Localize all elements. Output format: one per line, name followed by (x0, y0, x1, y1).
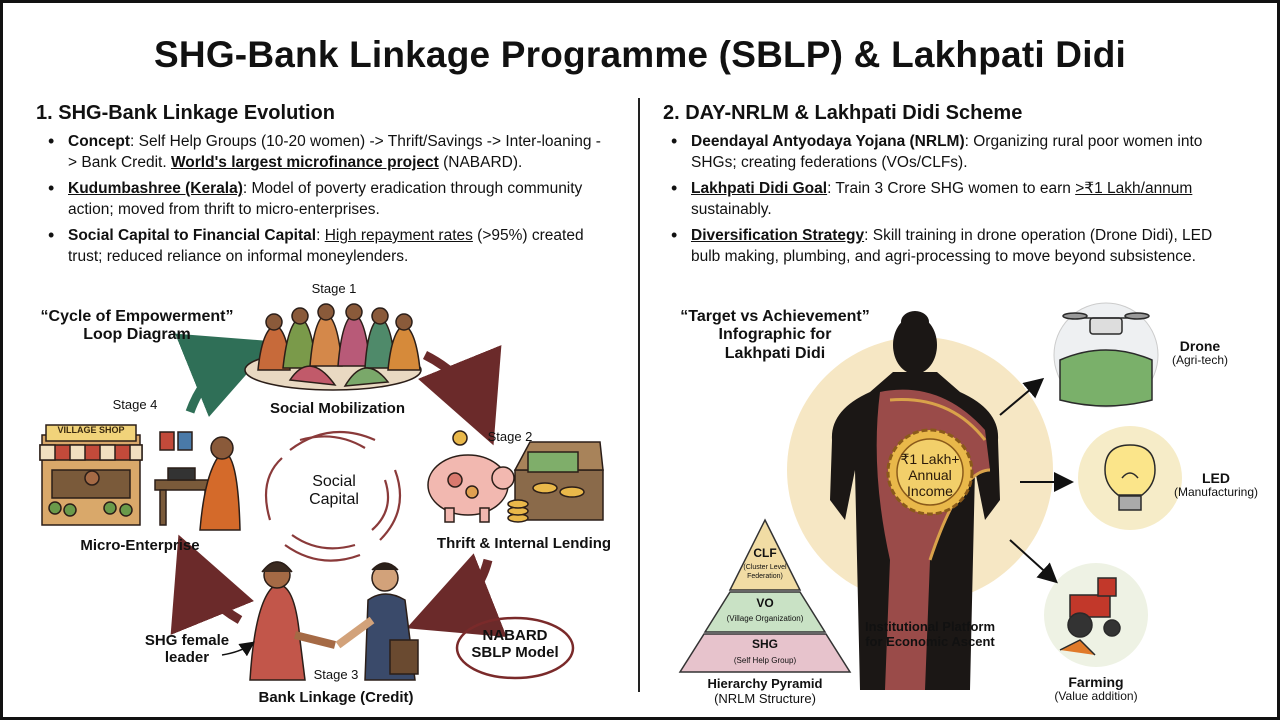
nabard-line2: SBLP Model (471, 644, 559, 662)
nabard-sblp-label: NABARD SBLP Model (460, 627, 570, 662)
bullet-term: Kudumbashree (Kerala) (68, 180, 243, 197)
farming-label-title: Farming (1068, 674, 1124, 690)
stage3-label: Bank Linkage (Credit) (258, 689, 414, 706)
column-divider (638, 98, 640, 692)
drone-label-title: Drone (1179, 338, 1221, 354)
infographic-title-line1: “Target vs Achievement” (680, 308, 870, 325)
stage3-tag: Stage 3 (313, 667, 359, 682)
pyramid-clf-label: CLF (753, 546, 777, 560)
clf-sub-line1: (Cluster Level (743, 564, 787, 571)
bullet-text: : Skill training in drone operation (Dro… (691, 227, 1213, 265)
left-section-heading: 1. SHG-Bank Linkage Evolution (36, 102, 335, 124)
drone-label: Drone (Agri-tech) (1160, 338, 1240, 368)
stage1-tag: Stage 1 (311, 281, 357, 296)
farming-label-sub: (Value addition) (1054, 689, 1138, 704)
pyramid-vo-label: VO (756, 596, 774, 610)
right-bullet-list: Deendayal Antyodaya Yojana (NRLM): Organ… (655, 131, 1245, 272)
right-bullet-nrlm: Deendayal Antyodaya Yojana (NRLM): Organ… (655, 131, 1245, 173)
social-capital-line1: Social (312, 473, 356, 490)
stage4-tag: Stage 4 (112, 397, 158, 412)
right-section-heading: 2. DAY-NRLM & Lakhpati Didi Scheme (663, 102, 1023, 124)
pyramid-shg-label: SHG (751, 637, 778, 651)
pyramid-caption-line1: Hierarchy Pyramid (707, 676, 823, 691)
platform-line2: for Economic Ascent (865, 633, 995, 649)
stage2-label: Thrift & Internal Lending (436, 535, 612, 552)
bullet-text: : (316, 227, 325, 244)
shg-leader-line1: SHG female (144, 632, 230, 649)
bullet-term: Diversification Strategy (691, 227, 865, 244)
institutional-platform-label: Institutional Platform for Economic Asce… (845, 619, 1015, 650)
badge-line1: ₹1 Lakh+ (900, 451, 960, 467)
clf-sub-line2: Federation) (747, 573, 783, 580)
led-label-title: LED (1202, 470, 1230, 486)
bullet-emphasis: World's largest microfinance project (170, 154, 439, 171)
badge-line2: Annual (908, 467, 952, 484)
cycle-diagram-title: “Cycle of Empowerment” Loop Diagram (22, 308, 252, 345)
bullet-text: (>95%) created trust; reduced reliance o… (68, 227, 584, 265)
stage2-tag: Stage 2 (487, 429, 533, 444)
bullet-text: sustainably. (691, 201, 772, 218)
pyramid-clf-sublabel: (Cluster Level Federation) (735, 563, 795, 581)
left-bullet-social-capital: Social Capital to Financial Capital: Hig… (32, 225, 602, 267)
village-shop-sign: VILLAGE SHOP (57, 425, 125, 435)
bullet-text: (NABARD). (438, 154, 523, 171)
bullet-term: Lakhpati Didi Goal (691, 180, 828, 197)
social-capital-label: Social Capital (294, 473, 374, 510)
nabard-line1: NABARD (482, 627, 548, 644)
bullet-term: Deendayal Antyodaya Yojana (NRLM) (691, 133, 965, 150)
infographic-title: “Target vs Achievement” Infographic for … (660, 308, 890, 363)
platform-line1: Institutional Platform (865, 619, 995, 634)
left-bullet-list: Concept: Self Help Groups (10-20 women) … (32, 131, 602, 272)
drone-label-sub: (Agri-tech) (1171, 353, 1228, 368)
pyramid-shg-sublabel: (Self Help Group) (733, 656, 797, 665)
led-label-sub: (Manufacturing) (1173, 485, 1259, 500)
bullet-text: : Train 3 Crore SHG women to earn (827, 180, 1076, 197)
bullet-text: : Self Help Groups (10-20 women) -> Thri… (68, 133, 601, 171)
bullet-text: : Model of poverty eradication through c… (68, 180, 583, 218)
cycle-title-line1: “Cycle of Empowerment” (40, 308, 234, 325)
shg-leader-line2: leader (164, 649, 210, 667)
income-badge-label: ₹1 Lakh+ Annual Income (888, 451, 972, 499)
left-bullet-concept: Concept: Self Help Groups (10-20 women) … (32, 131, 602, 173)
right-bullet-lakhpati-goal: Lakhpati Didi Goal: Train 3 Crore SHG wo… (655, 178, 1245, 220)
bullet-term: Social Capital to Financial Capital (68, 227, 317, 244)
pyramid-caption: Hierarchy Pyramid (NRLM Structure) (690, 676, 840, 707)
left-bullet-kudumbashree: Kudumbashree (Kerala): Model of poverty … (32, 178, 602, 220)
pyramid-vo-sublabel: (Village Organization) (726, 614, 804, 623)
badge-line3: Income (907, 483, 953, 500)
infographic-title-line2: Infographic for (718, 326, 832, 344)
bullet-emphasis: >₹1 Lakh/annum (1075, 180, 1193, 197)
stage1-label: Social Mobilization (269, 400, 405, 417)
infographic-title-line3: Lakhpati Didi (724, 344, 826, 362)
stage4-label: Micro-Enterprise (80, 537, 200, 554)
led-label: LED (Manufacturing) (1160, 470, 1272, 500)
pyramid-caption-line2: (NRLM Structure) (714, 690, 816, 706)
social-capital-line2: Capital (309, 491, 359, 509)
bullet-emphasis: High repayment rates (324, 227, 473, 244)
right-bullet-diversification: Diversification Strategy: Skill training… (655, 225, 1245, 267)
farming-label: Farming (Value addition) (1036, 674, 1156, 704)
bullet-term: Concept (68, 133, 130, 150)
bullet-text: : Organizing rural poor women into SHGs;… (691, 133, 1203, 171)
shg-leader-label: SHG female leader (132, 632, 242, 667)
cycle-title-line2: Loop Diagram (83, 326, 191, 344)
page-title: SHG-Bank Linkage Programme (SBLP) & Lakh… (154, 34, 1126, 75)
